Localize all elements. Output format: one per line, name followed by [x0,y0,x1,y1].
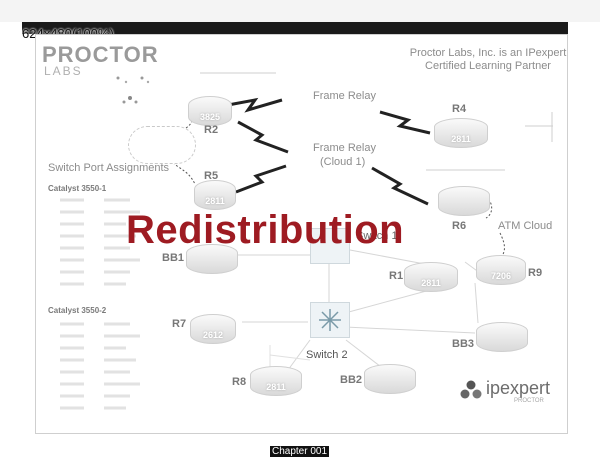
router-r5-model: 2811 [205,196,225,206]
router-r2-label: R2 [204,124,219,136]
router-r9-label: R9 [528,267,543,279]
frame-relay-cloud-sub-label: (Cloud 1) [320,156,366,168]
router-r8-label: R8 [232,376,247,388]
router-r5-label: R5 [204,170,219,182]
router-r7-label: R7 [172,318,187,330]
router-r1-label: R1 [389,270,404,282]
router-r5: 2811 [194,180,236,210]
ipexpert-logo-icon [460,380,482,400]
router-r8: 2811 [250,366,302,396]
router-r4-model: 2811 [451,134,471,144]
atm-cloud-label: ATM Cloud [498,220,553,232]
router-r6 [438,186,490,216]
viewer-toolbar [0,0,600,22]
proctor-logo-subtext: LABS [44,64,83,78]
ethernet-cloud [128,126,196,164]
catalyst-3550-2-label: Catalyst 3550-2 [48,306,107,315]
ipexpert-logo-subtext: PROCTOR [514,398,544,404]
router-r4: 2811 [434,118,488,148]
switch-2-label: Switch 2 [306,349,348,361]
proctor-logo-text: PROCTOR [42,42,159,67]
router-r9-model: 7206 [490,271,512,281]
serial-link-fr-r4 [379,110,431,135]
frame-relay-label: Frame Relay [313,90,376,102]
router-r6-label: R6 [452,220,467,232]
switch-1-icon [310,228,350,264]
router-r9: 7206 [476,255,526,285]
serial-link-r5-cloud1 [235,164,287,194]
serial-link-r2-cloud1 [237,120,289,154]
router-r2: 3825 [188,96,232,126]
router-bb1-label: BB1 [162,252,185,264]
router-r2-model: 3825 [199,112,221,122]
catalyst-3550-1-label: Catalyst 3550-1 [48,184,107,193]
switch-port-assignments-title: Switch Port Assignments [48,162,170,174]
serial-link-cloud1-r6 [371,166,429,206]
frame-relay-cloud-label: Frame Relay [313,142,376,154]
router-r4-label: R4 [452,103,467,115]
router-r1: 2811 [404,262,458,292]
slide-title: Redistribution [126,208,405,252]
ipexpert-logo-text: ipexpert [486,378,551,398]
router-r8-model: 2811 [266,382,286,392]
router-r7: 2612 [190,314,236,344]
router-r7-model: 2612 [202,330,224,340]
switch-2-icon [310,302,350,338]
router-bb3 [476,322,528,352]
switch-1-label: Switch 1 [356,230,398,242]
logo-dots-icon [112,72,152,106]
chapter-label: Chapter 001 [270,446,330,457]
partner-statement: Proctor Labs, Inc. is an IPexpert Certif… [409,47,567,72]
serial-link-r2-fr [227,97,283,113]
router-bb1 [186,244,238,274]
router-bb2-label: BB2 [340,374,363,386]
viewer-titlebar [22,22,568,34]
port-table-faint-rows [60,198,140,410]
router-bb3-label: BB3 [452,338,475,350]
router-bb2 [364,364,416,394]
router-r1-model: 2811 [421,278,441,288]
